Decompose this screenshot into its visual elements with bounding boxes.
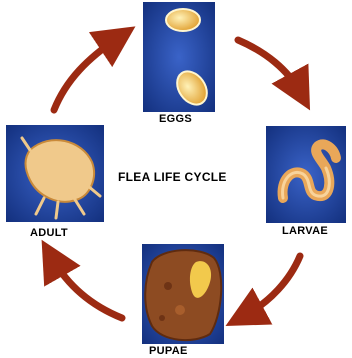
pupae-image	[142, 244, 224, 344]
arrow-larvae-to-pupae	[244, 256, 300, 316]
stage-label-adult: ADULT	[30, 227, 68, 239]
adult-image	[6, 125, 104, 222]
stage-label-eggs: EGGS	[159, 113, 192, 125]
stage-label-pupae: PUPAE	[149, 345, 188, 357]
diagram-title: FLEA LIFE CYCLE	[118, 170, 227, 184]
arrow-pupae-to-adult	[52, 258, 122, 318]
stage-label-larvae: LARVAE	[282, 225, 328, 237]
arrow-adult-to-eggs	[54, 38, 118, 110]
larvae-image	[266, 126, 346, 223]
eggs-image	[143, 2, 215, 112]
arrow-eggs-to-larvae	[238, 40, 300, 92]
